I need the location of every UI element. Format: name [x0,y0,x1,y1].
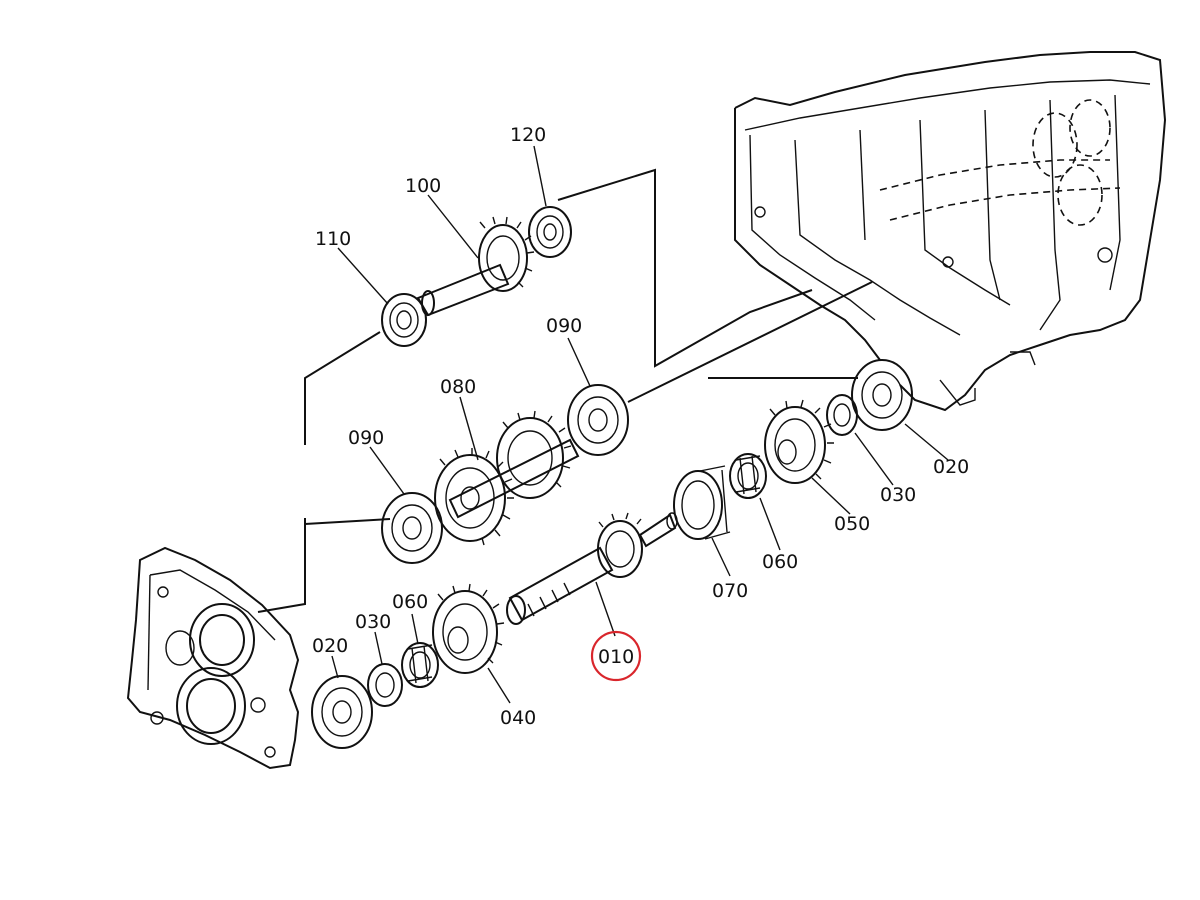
countershaft-group [381,384,629,564]
needle-bearing-060-left [401,642,439,688]
hub-070 [673,470,723,540]
callout-100: 100 [405,175,441,197]
callout-010: 010 [598,646,634,668]
bearing-120 [528,206,572,258]
callout-labels: 120 100 110 090 080 090 020 030 050 060 … [312,124,969,729]
callout-030-left: 030 [355,611,391,633]
bearing-090-lower [381,492,443,564]
needle-bearing-060-right [729,453,767,499]
callout-060-right: 060 [762,551,798,573]
leader-lines [331,145,949,704]
bearing-020-left [311,675,373,749]
main-shaft-010 [508,546,614,622]
bearing-020-right [851,359,913,431]
transmission-housing [734,51,1167,412]
gear-050 [764,406,826,484]
assembly-trace-lines [257,168,873,613]
callout-120: 120 [510,124,546,146]
bearing-110 [381,293,427,347]
callout-090-top: 090 [546,315,582,337]
callout-080: 080 [440,376,476,398]
callout-050: 050 [834,513,870,535]
highlight-circle [590,630,642,682]
callout-020-right: 020 [933,456,969,478]
gear-040 [432,590,498,674]
countershaft-080 [448,438,580,519]
callout-110: 110 [315,228,351,250]
bearing-090-upper [567,384,629,456]
bearing-cover-plate [126,546,300,770]
callout-090-left: 090 [348,427,384,449]
top-shaft-group [381,206,572,347]
callout-060-left: 060 [392,591,428,613]
callout-070: 070 [712,580,748,602]
callout-040: 040 [500,707,536,729]
main-shaft-group [311,359,913,749]
callout-020-left: 020 [312,635,348,657]
callout-030-right: 030 [880,484,916,506]
washer-030-left [367,663,403,707]
